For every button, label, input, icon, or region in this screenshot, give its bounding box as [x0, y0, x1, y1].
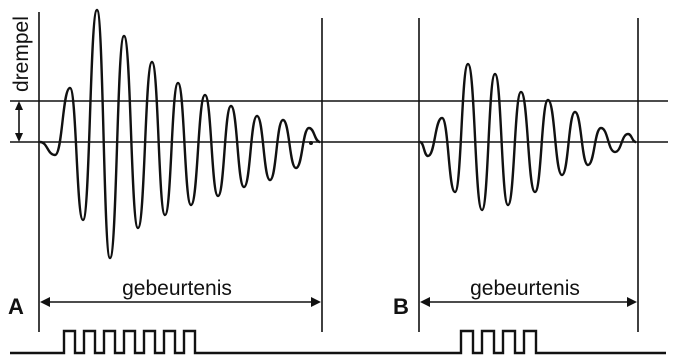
- panel-a-label: A: [8, 294, 24, 319]
- threshold-label: drempel: [10, 16, 33, 92]
- event-a-arrow-head-right: [311, 297, 321, 307]
- event-b-arrow-head-left: [420, 297, 430, 307]
- event-b-arrow-head-right: [627, 297, 637, 307]
- event-a-arrow-head-left: [40, 297, 50, 307]
- event-a-label: gebeurtenis: [122, 277, 232, 300]
- waveform-a-end-dot: [309, 141, 313, 145]
- threshold-arrow-head-bottom: [15, 133, 23, 142]
- event-b-label: gebeurtenis: [470, 277, 580, 300]
- waveform-a: [39, 8, 321, 260]
- count-pulse-train: [10, 329, 666, 355]
- panel-b-label: B: [393, 294, 409, 319]
- threshold-arrow-head-top: [15, 101, 23, 110]
- waveform-b: [419, 62, 637, 212]
